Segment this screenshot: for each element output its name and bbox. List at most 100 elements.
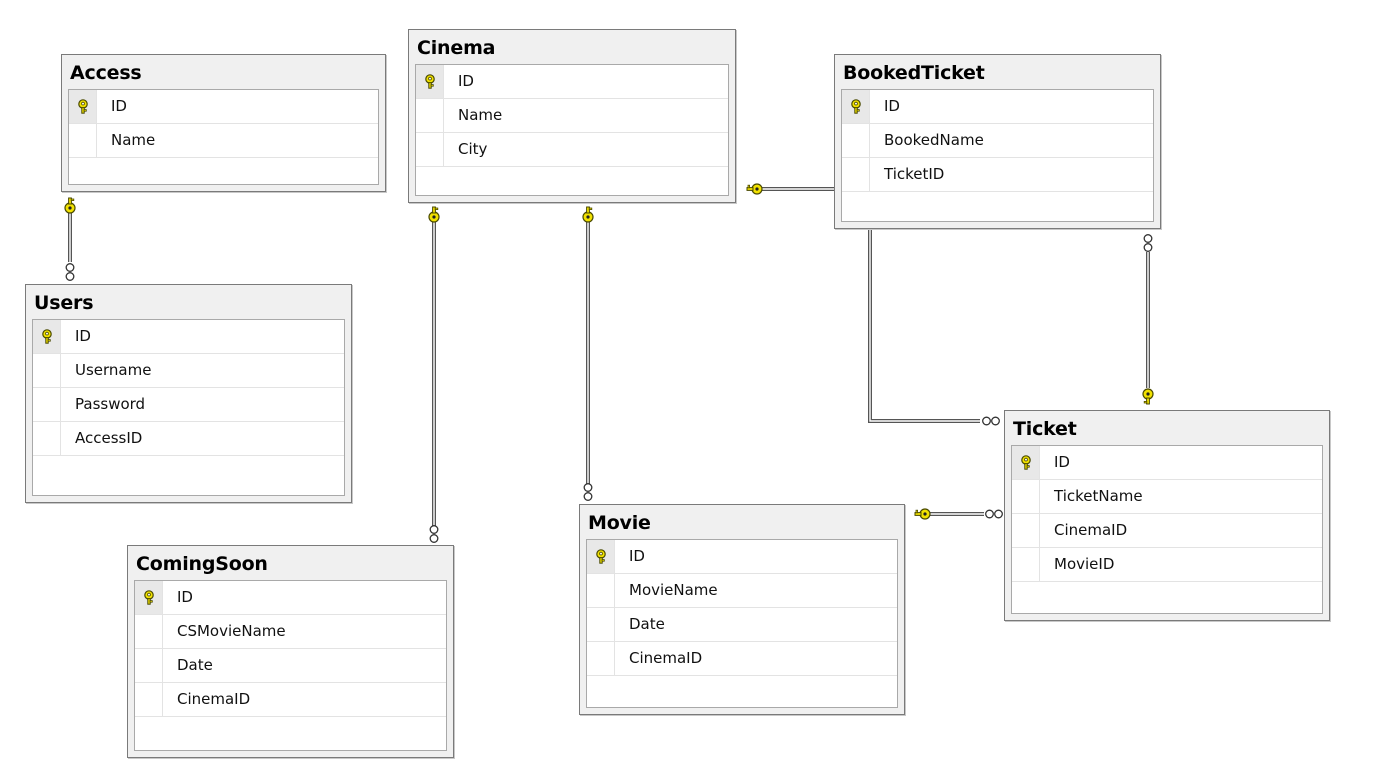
row-selector[interactable] (69, 124, 97, 157)
row-selector[interactable] (135, 683, 163, 716)
row-selector[interactable] (842, 90, 870, 123)
row-selector[interactable] (33, 388, 61, 421)
column-row[interactable]: CinemaID (587, 642, 897, 676)
column-row[interactable]: MovieName (587, 574, 897, 608)
column-name: TicketName (1054, 487, 1143, 505)
row-selector[interactable] (587, 642, 615, 675)
row-selector[interactable] (135, 649, 163, 682)
column-row[interactable]: TicketName (1012, 480, 1322, 514)
row-selector[interactable] (1012, 548, 1040, 581)
one-end-key-icon (746, 183, 763, 195)
row-selector[interactable] (1012, 514, 1040, 547)
column-name: CSMovieName (177, 622, 286, 640)
column-row[interactable]: ID (416, 65, 728, 99)
primary-key-icon (849, 99, 863, 114)
column-name: BookedName (884, 131, 984, 149)
table-title[interactable]: Access (70, 62, 142, 84)
column-row[interactable]: ID (69, 90, 378, 124)
table-title[interactable]: BookedTicket (843, 62, 985, 84)
row-selector[interactable] (587, 574, 615, 607)
column-name: City (458, 140, 488, 158)
table-title[interactable]: ComingSoon (136, 553, 268, 575)
row-selector[interactable] (416, 133, 444, 166)
column-name: ID (884, 97, 900, 115)
row-selector[interactable] (69, 90, 97, 123)
row-selector[interactable] (416, 99, 444, 132)
column-name: ID (458, 72, 474, 90)
row-selector[interactable] (33, 320, 61, 353)
column-row[interactable]: ID (135, 581, 446, 615)
row-selector[interactable] (135, 615, 163, 648)
table-title[interactable]: Cinema (417, 37, 496, 59)
relationship-bookedticket-ticket-inner (869, 229, 980, 422)
column-row[interactable]: Name (69, 124, 378, 158)
column-name: MovieName (629, 581, 718, 599)
one-end-key-icon (64, 197, 76, 214)
column-name: Date (177, 656, 213, 674)
row-selector[interactable] (587, 540, 615, 573)
row-selector[interactable] (587, 608, 615, 641)
column-row[interactable]: Date (135, 649, 446, 683)
table-title[interactable]: Users (34, 292, 94, 314)
column-row[interactable]: ID (587, 540, 897, 574)
column-row[interactable]: Name (416, 99, 728, 133)
column-row[interactable]: CinemaID (135, 683, 446, 717)
column-name: ID (1054, 453, 1070, 471)
primary-key-icon (594, 549, 608, 564)
column-row[interactable]: ID (842, 90, 1153, 124)
row-selector[interactable] (33, 354, 61, 387)
column-row[interactable]: BookedName (842, 124, 1153, 158)
column-row[interactable]: MovieID (1012, 548, 1322, 582)
column-name: ID (629, 547, 645, 565)
row-selector[interactable] (842, 124, 870, 157)
row-selector[interactable] (842, 158, 870, 191)
column-name: CinemaID (177, 690, 251, 708)
many-end-infinity-icon (982, 416, 1000, 426)
column-name: Date (629, 615, 665, 633)
column-name: CinemaID (629, 649, 703, 667)
row-selector[interactable] (135, 581, 163, 614)
column-name: CinemaID (1054, 521, 1128, 539)
column-row[interactable]: ID (1012, 446, 1322, 480)
column-row[interactable]: AccessID (33, 422, 344, 456)
row-selector[interactable] (33, 422, 61, 455)
table-access[interactable]: Access ID Name (61, 54, 386, 192)
column-name: Name (111, 131, 156, 149)
column-row[interactable]: Password (33, 388, 344, 422)
column-row[interactable]: Username (33, 354, 344, 388)
column-name: AccessID (75, 429, 143, 447)
many-end-infinity-icon (583, 483, 593, 501)
column-row[interactable]: City (416, 133, 728, 167)
table-title[interactable]: Movie (588, 512, 651, 534)
many-end-infinity-icon (65, 263, 75, 281)
table-title[interactable]: Ticket (1013, 418, 1077, 440)
row-selector[interactable] (1012, 446, 1040, 479)
column-name: ID (75, 327, 91, 345)
primary-key-icon (76, 99, 90, 114)
row-selector[interactable] (1012, 480, 1040, 513)
column-name: ID (177, 588, 193, 606)
column-name: Username (75, 361, 152, 379)
column-row[interactable]: ID (33, 320, 344, 354)
column-row[interactable]: TicketID (842, 158, 1153, 192)
relationship-bookedticket-ticket[interactable] (868, 229, 980, 423)
primary-key-icon (142, 590, 156, 605)
row-selector[interactable] (416, 65, 444, 98)
one-end-key-icon (428, 206, 440, 223)
primary-key-icon (423, 74, 437, 89)
column-row[interactable]: Date (587, 608, 897, 642)
column-row[interactable]: CSMovieName (135, 615, 446, 649)
many-end-infinity-icon (985, 509, 1003, 519)
many-end-infinity-icon (429, 525, 439, 543)
column-name: MovieID (1054, 555, 1115, 573)
column-row[interactable]: CinemaID (1012, 514, 1322, 548)
